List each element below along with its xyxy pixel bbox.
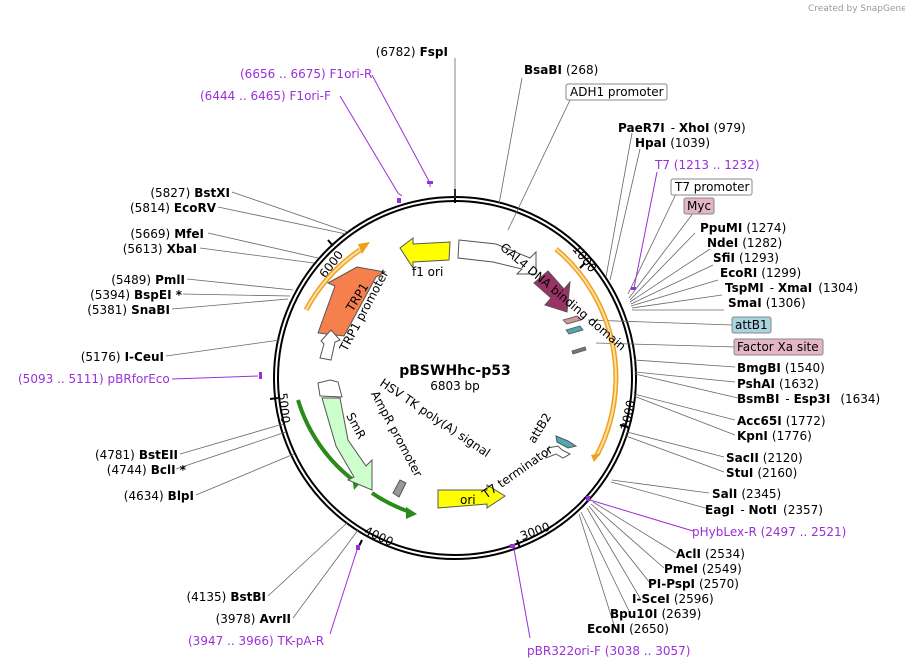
plasmid-name: pBSWHhc-p53 [399,363,511,379]
f1-ori-arrow[interactable] [399,236,451,270]
attb1-label: attB1 [735,318,768,332]
svg-text:(5489) PmlI: (5489) PmlI [111,271,185,288]
smr-arrow[interactable] [321,397,373,491]
tick-label-5000: 5000 [275,392,292,424]
svg-text:StuI (2160): StuI (2160) [726,464,797,481]
orange-arc-right-head [591,453,601,462]
factor-xa-box [733,338,824,356]
svg-text:(5669) MfeI: (5669) MfeI [130,225,204,242]
adh1-promoter-label: ADH1 promoter [570,85,664,99]
svg-text:Bpu10I (2639): Bpu10I (2639) [610,605,701,622]
green-arc-2-head [406,507,417,519]
snapgene-credit: Created by SnapGene [808,4,905,14]
enzyme-labels-right: BsaBI (268) PaeR7I- XhoI(979) HpaI (1039… [524,61,880,637]
svg-text:SacII (2120): SacII (2120) [726,449,803,466]
primer-phyblex-r: pHybLex-R (2497 .. 2521) [692,525,846,539]
svg-text:PI-PspI (2570): PI-PspI (2570) [648,575,739,592]
tick-5000 [269,397,279,400]
svg-text:AclI (2534): AclI (2534) [676,545,745,562]
tick-label-4000: 4000 [362,524,396,550]
svg-text:(6782) FspI: (6782) FspI [376,43,448,60]
primer-f1ori-f: (6444 .. 6465) F1ori-F [200,89,331,103]
svg-text:(5381) SnaBI: (5381) SnaBI [87,301,170,318]
plasmid-size: 6803 bp [430,379,480,393]
svg-text:BsaBI (268): BsaBI (268) [524,61,598,78]
svg-text:(4744) BclI *: (4744) BclI * [107,461,187,478]
primer-t7: T7 (1213 .. 1232) [654,158,760,172]
svg-text:(5176) I-CeuI: (5176) I-CeuI [81,348,164,365]
trp1-promoter-arrow[interactable] [319,329,341,361]
myc-t7-marks [562,315,587,355]
ampr-promoter-arrow[interactable] [317,379,343,398]
adh1-box [565,83,668,101]
svg-text:(5814) EcoRV: (5814) EcoRV [130,199,217,216]
green-arc-2 [370,491,411,514]
factor-xa-label: Factor Xa site [737,340,819,354]
svg-text:SfiI (1293): SfiI (1293) [713,249,779,266]
myc-label: Myc [687,199,711,213]
svg-text:PmeI (2549): PmeI (2549) [664,560,742,577]
enzyme-labels-left: (6782) FspI (5827) BstXI (5814) EcoRV (5… [81,43,448,627]
svg-text:EcoRI (1299): EcoRI (1299) [720,264,801,281]
leader-lines-left [165,191,359,619]
svg-text:HpaI (1039): HpaI (1039) [635,134,710,151]
svg-text:EagI- NotI(2357): EagI- NotI(2357) [705,503,823,517]
svg-text:(4634) BlpI: (4634) BlpI [124,487,194,504]
t7-promoter-box [670,178,753,196]
svg-text:(5827) BstXI: (5827) BstXI [150,184,230,201]
svg-text:I-SceI (2596): I-SceI (2596) [632,590,714,607]
svg-text:(3978) AvrII: (3978) AvrII [216,610,291,627]
tick-1000 [579,262,586,269]
svg-text:BsmBI- Esp3I(1634): BsmBI- Esp3I(1634) [737,392,880,406]
t7-promoter-label: T7 promoter [674,180,750,194]
t7-terminator-arrow[interactable] [545,445,572,459]
ori-arrow[interactable] [437,484,506,509]
svg-text:BmgBI (1540): BmgBI (1540) [737,359,825,376]
attb2-arrow[interactable] [555,435,578,449]
leader-lines [454,58,739,629]
orange-arc-left-core [305,249,361,311]
svg-text:Acc65I (1772): Acc65I (1772) [737,412,826,429]
svg-text:(4781) BstEII: (4781) BstEII [95,446,178,463]
svg-text:(4135) BstBI: (4135) BstBI [186,588,266,605]
svg-text:SmaI (1306): SmaI (1306) [728,294,806,311]
svg-text:TspMI- XmaI(1304): TspMI- XmaI(1304) [725,281,858,295]
svg-text:KpnI (1776): KpnI (1776) [737,427,812,444]
green-arc-1 [296,399,359,485]
svg-text:NdeI (1282): NdeI (1282) [707,234,782,251]
svg-text:EcoNI (2650): EcoNI (2650) [587,620,669,637]
gal4-dna-binding-arrow[interactable] [533,270,571,313]
orange-arc-left-head [358,242,370,254]
trp1-arrow[interactable] [317,266,387,337]
tick-6000 [327,239,334,247]
svg-text:PshAI (1632): PshAI (1632) [737,375,819,392]
tick-2000 [619,424,629,428]
ori-label: ori [460,493,476,507]
primer-tk-pa-r: (3947 .. 3966) TK-pA-R [188,634,324,648]
tick-label-2000: 2000 [618,399,638,432]
svg-text:(5613) XbaI: (5613) XbaI [123,240,197,257]
orange-arc-right-core [555,248,617,456]
primer-marks [259,181,636,550]
svg-text:(5394) BspEI *: (5394) BspEI * [90,286,183,303]
hsv-tk-polya-arrow[interactable] [392,479,407,498]
gal4-arrow-tail[interactable] [457,239,537,275]
attb1-box [731,316,772,334]
svg-text:PaeR7I- XhoI(979): PaeR7I- XhoI(979) [618,121,746,135]
primer-f1ori-r: (6656 .. 6675) F1ori-R [240,67,372,81]
f1-ori-label: f1 ori [412,265,443,279]
svg-text:SalI (2345): SalI (2345) [712,485,781,502]
primer-pbr322ori-f: pBR322ori-F (3038 .. 3057) [527,644,690,658]
attb2-label: attB2 [525,411,554,446]
myc-box [683,197,715,215]
primer-pbrforeco: (5093 .. 5111) pBRforEco [18,372,170,386]
tick-3000 [516,539,521,549]
svg-text:PpuMI (1274): PpuMI (1274) [700,219,786,236]
